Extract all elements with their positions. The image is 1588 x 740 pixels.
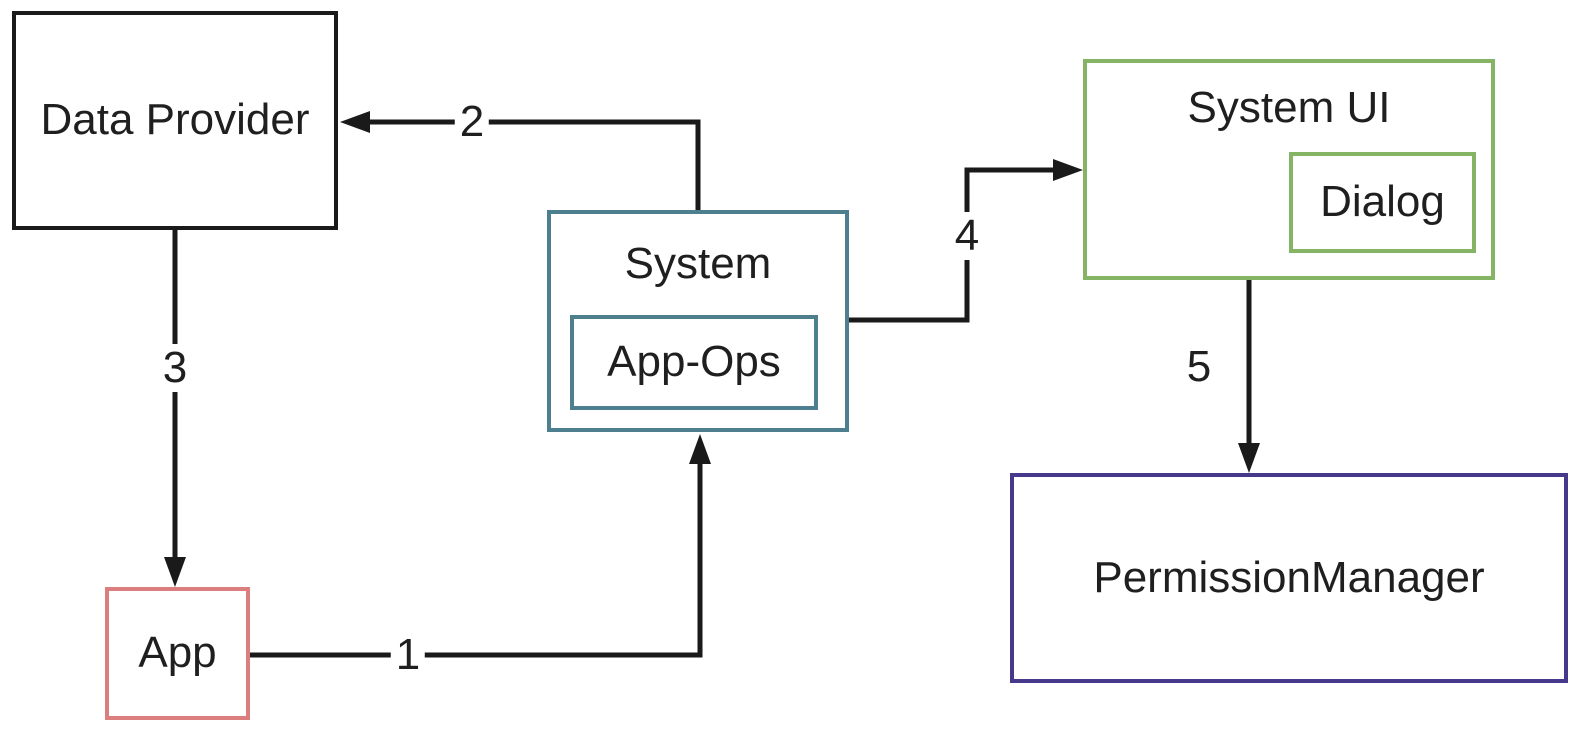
node-app-ops: App-Ops bbox=[570, 315, 818, 410]
node-dialog: Dialog bbox=[1289, 152, 1476, 253]
edge-1-arrowhead bbox=[689, 434, 711, 464]
node-permission-manager-label: PermissionManager bbox=[1093, 552, 1485, 602]
node-system-label: System bbox=[624, 238, 772, 288]
node-data-provider: Data Provider bbox=[12, 11, 338, 230]
node-permission-manager: PermissionManager bbox=[1010, 473, 1568, 683]
node-dialog-label: Dialog bbox=[1320, 177, 1445, 227]
node-app: App bbox=[105, 587, 250, 720]
edge-4-arrowhead bbox=[1053, 159, 1083, 181]
edge-4-label: 4 bbox=[949, 212, 985, 260]
node-app-ops-label: App-Ops bbox=[607, 337, 781, 387]
edge-2-line bbox=[368, 119, 701, 210]
node-system-ui: System UI Dialog bbox=[1083, 59, 1495, 280]
node-app-label: App bbox=[138, 628, 217, 678]
edge-5-label: 5 bbox=[1181, 343, 1217, 391]
edge-1-label: 1 bbox=[390, 631, 426, 679]
edge-3-label: 3 bbox=[157, 344, 193, 392]
node-data-provider-label: Data Provider bbox=[40, 95, 310, 145]
edge-2-label: 2 bbox=[454, 98, 490, 146]
node-system: System App-Ops bbox=[547, 210, 849, 432]
edge-5-arrowhead bbox=[1238, 443, 1260, 473]
edge-1-line bbox=[250, 462, 703, 658]
edge-3-arrowhead bbox=[164, 557, 186, 587]
node-system-ui-label: System UI bbox=[1187, 82, 1391, 132]
edge-2-arrowhead bbox=[340, 111, 370, 133]
